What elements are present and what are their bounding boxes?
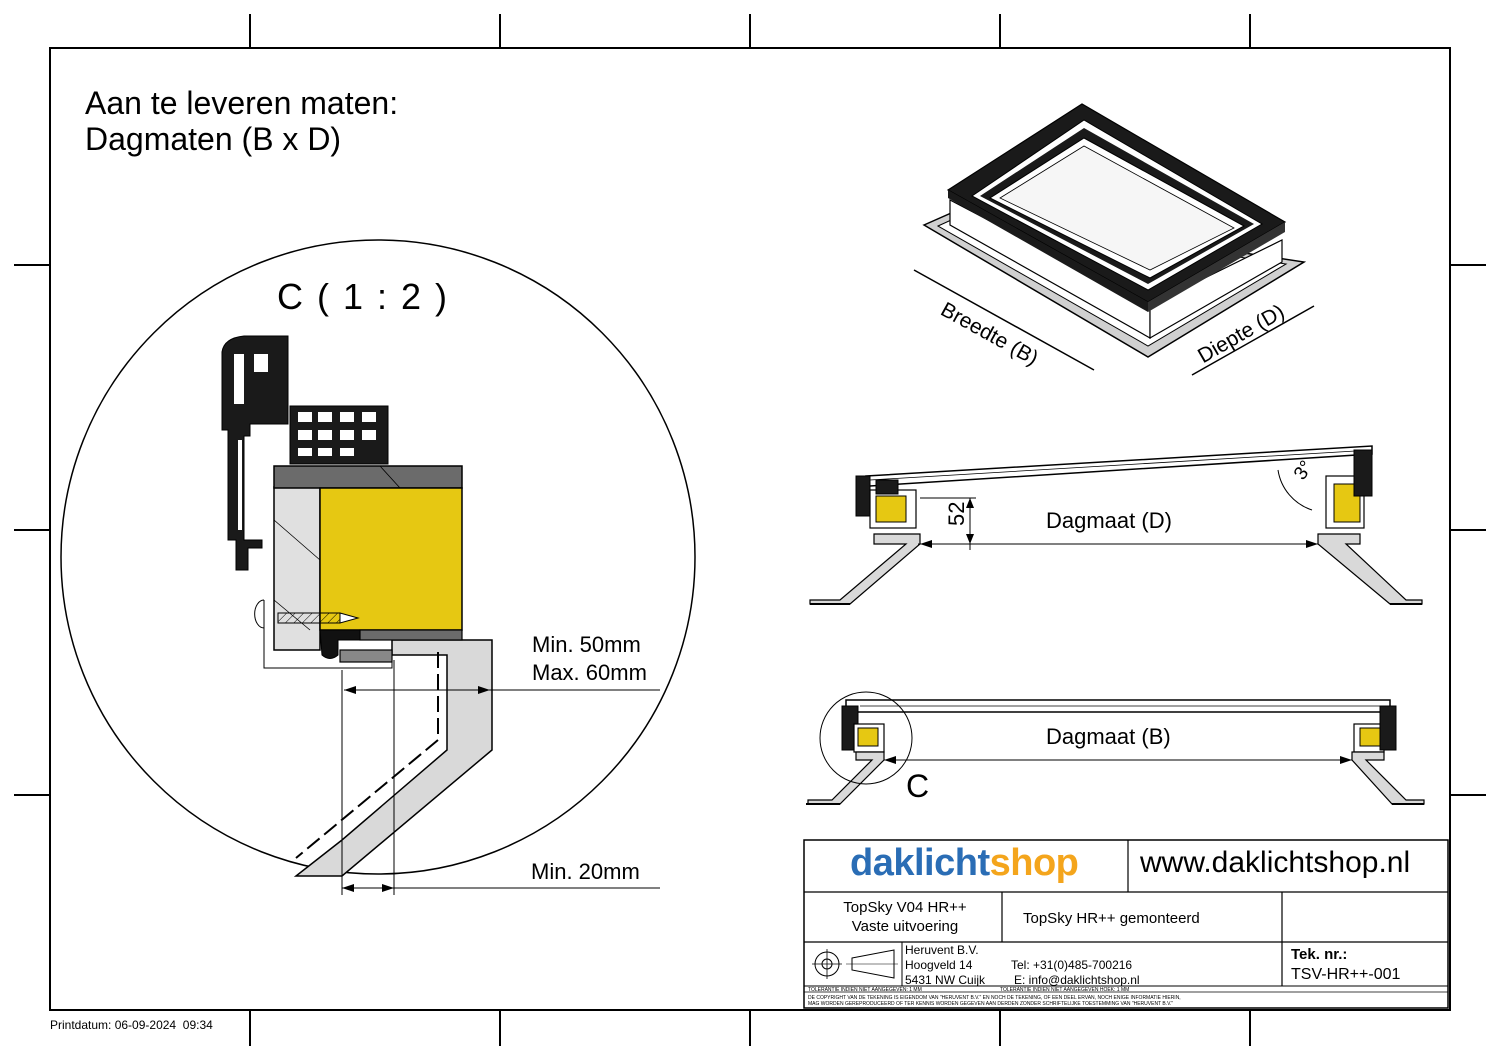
print-date-line: Printdatum: 06-09-2024 09:34	[50, 1018, 213, 1032]
section-b-view	[806, 691, 1425, 805]
section-d-arrows	[920, 498, 1318, 548]
product-line-2: Vaste uitvoering	[851, 918, 959, 935]
tek-nr-value: TSV-HR++-001	[1291, 966, 1401, 983]
company-tel: Tel: +31(0)485-700216	[1011, 958, 1133, 972]
logo-part-2: shop	[989, 842, 1079, 884]
logo-part-1: daklicht	[850, 842, 990, 884]
sheet-border	[14, 14, 1486, 1046]
section-d-view	[809, 445, 1423, 605]
tek-nr-label: Tek. nr.:	[1291, 946, 1348, 963]
tolerance-right: TOLERANTIE INDIEN NIET AANGEGEVEN HOEK: …	[1000, 987, 1130, 993]
height-52-label: 52	[944, 501, 969, 526]
detail-c-view	[60, 239, 696, 895]
section-b-arrows	[884, 756, 1352, 764]
product-line-1: TopSky V04 HR++	[843, 899, 967, 916]
dim-min-20-label: Min. 20mm	[531, 859, 640, 884]
print-time: 09:34	[182, 1018, 213, 1032]
dim-min-50-label: Min. 50mm	[532, 632, 641, 657]
dagmaat-d-label: Dagmaat (D)	[1046, 508, 1172, 533]
isometric-view	[913, 103, 1315, 376]
detail-c-marker: C	[906, 768, 930, 804]
heading-line-1: Aan te leveren maten:	[85, 85, 399, 121]
print-date: 06-09-2024	[114, 1018, 177, 1032]
website-url[interactable]: www.daklichtshop.nl	[1140, 846, 1411, 879]
copyright-line-2: MAG WORDEN GEREPRODUCEERD OF TER KENNIS …	[808, 1001, 1174, 1007]
title-block-lines	[803, 839, 1449, 1009]
dagmaat-b-label: Dagmaat (B)	[1046, 724, 1171, 749]
company-email[interactable]: E: info@daklichtshop.nl	[1014, 973, 1140, 987]
print-label: Printdatum:	[50, 1018, 112, 1032]
heading-line-2: Dagmaten (B x D)	[85, 121, 342, 157]
company-city: 5431 NW Cuijk	[905, 973, 986, 987]
drawing-description: TopSky HR++ gemonteerd	[1023, 910, 1200, 927]
daklichtshop-logo: daklichtshop	[850, 842, 1079, 885]
copyright-line-1: DE COPYRIGHT VAN DE TEKENING IS EIGENDOM…	[808, 995, 1181, 1001]
dim-max-60-label: Max. 60mm	[532, 660, 647, 685]
detail-c-title: C ( 1 : 2 )	[277, 276, 450, 317]
company-street: Hoogveld 14	[905, 958, 973, 972]
tolerance-left: TOLERANTIE INDIEN NIET AANGEGEVEN: 1 MM	[808, 987, 922, 993]
product-name: TopSky V04 HR++ Vaste uitvoering	[810, 898, 1000, 936]
company-name: Heruvent B.V.	[905, 943, 979, 957]
